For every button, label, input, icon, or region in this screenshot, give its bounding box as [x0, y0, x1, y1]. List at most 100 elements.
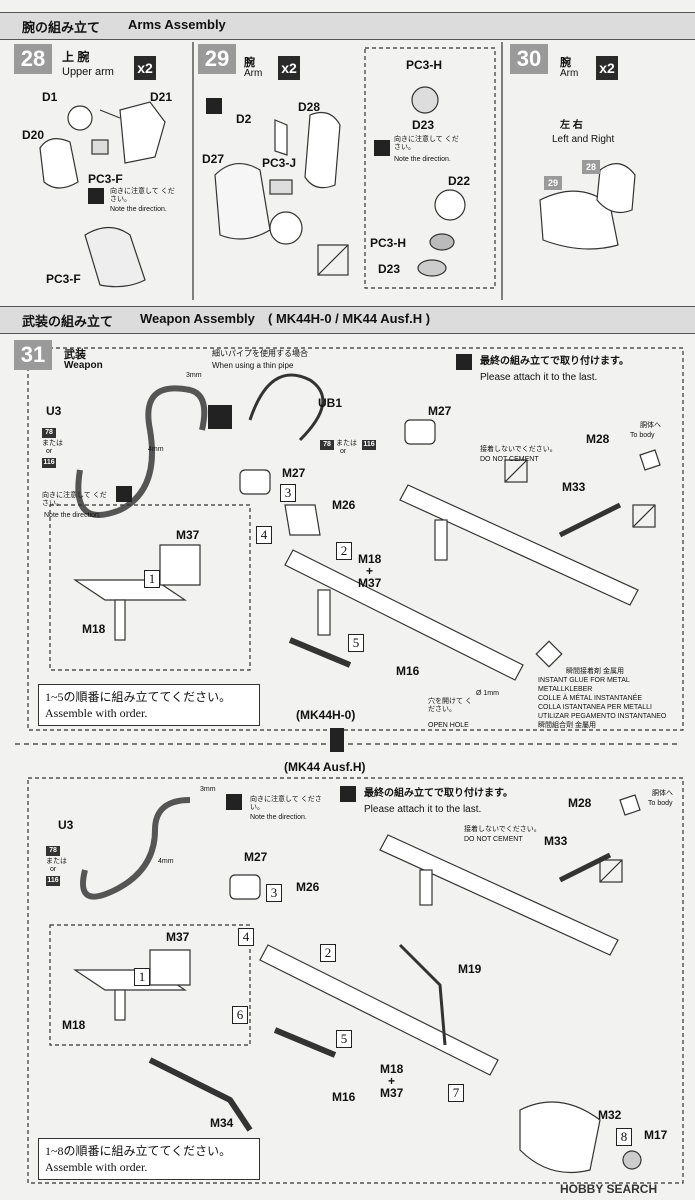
note-icon	[374, 140, 390, 156]
note-direction-jp: 向きに注意して ください。	[42, 492, 107, 507]
no-cement-jp-b: 接着しないでください。	[464, 826, 541, 833]
part-pc3-h-top: PC3-H	[406, 58, 443, 72]
order-step-1: 1	[144, 570, 160, 588]
paint-ref-78: 78	[42, 428, 56, 438]
part-m28: M28	[586, 432, 610, 446]
weapon-header-variant: ( MK44H-0 / MK44 Ausf.H )	[268, 311, 431, 326]
note-direction-en-b: Note the direction.	[250, 814, 307, 821]
assemble-order-box: 1~5の順番に組み立ててください。 Assemble with order.	[38, 684, 260, 726]
step-28-note-en: Note the direction.	[110, 206, 167, 213]
note-icon	[206, 98, 222, 114]
step-31-jp: 武装	[64, 349, 86, 361]
part-pc3-h-bottom: PC3-H	[370, 236, 407, 250]
paint-ref-116: 116	[42, 458, 56, 468]
part-m18-box: M18	[82, 622, 106, 636]
part-d23-top: D23	[412, 118, 435, 132]
glue-line-1: INSTANT GLUE FOR METAL	[538, 677, 630, 684]
hobby-search-watermark: HOBBY SEARCH	[560, 1182, 658, 1196]
step-29-en: Arm	[244, 68, 263, 79]
part-m18-box-b: M18	[62, 1018, 86, 1032]
arms-header-jp: 腕の組み立て	[22, 20, 101, 35]
no-cement-en-b: DO NOT CEMENT	[464, 836, 523, 843]
to-body-en-b: To body	[648, 800, 673, 807]
left-right-en: Left and Right	[552, 134, 615, 145]
part-m32: M32	[598, 1108, 622, 1122]
part-d2: D2	[236, 112, 252, 126]
order-step-4: 4	[256, 526, 272, 544]
order-step-5b: 5	[336, 1030, 352, 1048]
glue-line-6: 瞬間組合劑 金屬用	[538, 722, 596, 729]
part-pc3-f: PC3-F	[88, 172, 123, 186]
tag-28: 28	[582, 160, 600, 174]
variant-label-bottom: (MK44 Ausf.H)	[284, 760, 366, 774]
to-body-en: To body	[630, 432, 655, 439]
note-icon	[88, 188, 104, 204]
order-step-4b: 4	[238, 928, 254, 946]
paint-ref-78c: 78	[46, 846, 60, 856]
order-step-2: 2	[336, 542, 352, 560]
part-u3: U3	[46, 404, 62, 418]
to-body-jp: 胴体へ	[640, 422, 661, 429]
step-29-multiplier: x2	[278, 56, 300, 80]
part-m37-box-b: M37	[166, 930, 190, 944]
attach-last-en-b: Please attach it to the last.	[364, 804, 482, 815]
attach-last-jp-b: 最終の組み立てで取り付けます。	[364, 788, 513, 799]
paint-ref-78b: 78	[320, 440, 334, 450]
variant-label-top: (MK44H-0)	[296, 708, 356, 722]
step-28-note-jp: 向きに注意して ください。	[110, 188, 175, 203]
part-d21: D21	[150, 90, 173, 104]
step-29-note-jp: 向きに注意して ください。	[394, 136, 459, 151]
assemble-order-box-b: 1~8の順番に組み立ててください。 Assemble with order.	[38, 1138, 260, 1180]
glue-line-0: 瞬間接着剤 金属用	[566, 668, 624, 675]
step-28-badge: 28	[14, 44, 52, 74]
part-m27-c: M27	[244, 850, 268, 864]
step-30-en: Arm	[560, 68, 579, 79]
part-m37-box: M37	[176, 528, 200, 542]
glue-line-3: COLLE À MÉTAL INSTANTANÉE	[538, 695, 642, 702]
or-jp-3: または	[46, 858, 67, 865]
left-right-jp: 左 右	[560, 120, 583, 131]
or-jp: または	[42, 440, 63, 447]
attach-last-en: Please attach it to the last.	[480, 372, 598, 383]
order-step-7: 7	[448, 1084, 464, 1102]
order-step-8: 8	[616, 1128, 632, 1146]
order-step-6: 6	[232, 1006, 248, 1024]
step-30-jp: 腕	[560, 57, 571, 69]
thin-pipe-jp: 細いパイプを使用する場合	[212, 349, 308, 358]
arms-header-en: Arms Assembly	[128, 17, 226, 32]
part-m19: M19	[458, 962, 482, 976]
arrow-left-right-icon	[208, 405, 232, 429]
note-icon	[226, 794, 242, 810]
note-direction-en: Note the direction.	[44, 512, 101, 519]
part-m37-b: M37	[380, 1086, 404, 1100]
weapon-assembly-header: 武装の組み立て Weapon Assembly ( MK44H-0 / MK44…	[0, 306, 695, 334]
step-30-badge: 30	[510, 44, 548, 74]
step-28-jp: 上 腕	[62, 50, 90, 64]
assemble-order-jp-b: 1~8の順番に組み立ててください。	[45, 1144, 232, 1158]
step-29-note-en: Note the direction.	[394, 156, 451, 163]
part-m17: M17	[644, 1128, 668, 1142]
paint-ref-116b: 116	[362, 440, 376, 450]
step-28-multiplier: x2	[134, 56, 156, 80]
dim-3mm: 3mm	[186, 372, 202, 379]
glue-line-4: COLLA ISTANTANEA PER METALLI	[538, 704, 652, 711]
swap-arrow-icon	[330, 728, 344, 752]
assemble-order-en: Assemble with order.	[45, 706, 148, 720]
hole-size: Ø 1mm	[476, 690, 499, 697]
or-jp-2: または	[336, 440, 357, 447]
part-m18-b: M18	[380, 1062, 404, 1076]
order-step-3: 3	[280, 484, 296, 502]
dim-4mm-b: 4mm	[158, 858, 174, 865]
part-m26-b: M26	[296, 880, 320, 894]
step-30-multiplier: x2	[596, 56, 618, 80]
part-d1: D1	[42, 90, 58, 104]
hole-jp: 穴を開けて ください。	[428, 698, 472, 713]
glue-line-5: UTILIZAR PEGAMENTO INSTANTANEO	[538, 713, 667, 720]
order-step-3b: 3	[266, 884, 282, 902]
part-m27-b: M27	[428, 404, 452, 418]
part-m18-top: M18	[358, 552, 382, 566]
part-m34: M34	[210, 1116, 234, 1130]
part-m16-b: M16	[332, 1090, 356, 1104]
note-icon	[340, 786, 356, 802]
part-d27: D27	[202, 152, 225, 166]
